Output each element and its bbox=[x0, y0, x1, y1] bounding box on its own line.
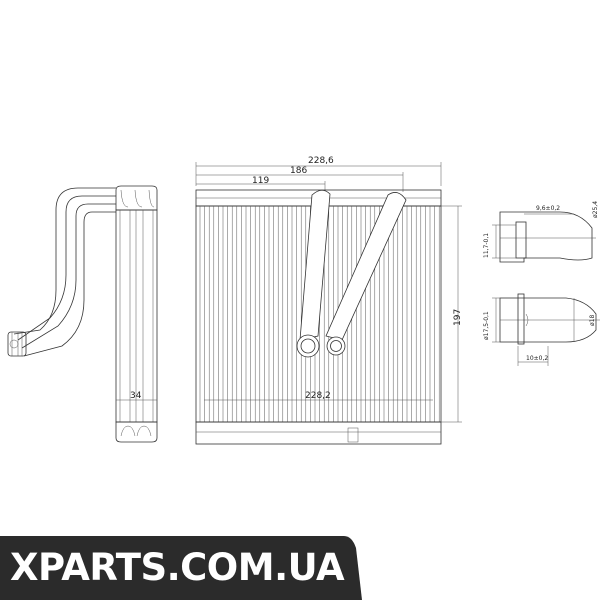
pipe-large-diameter-label: ø17,5-0,1 bbox=[483, 311, 490, 340]
pipe-small-diameter-label: ø25,4 bbox=[592, 201, 599, 218]
pipe-detail-large: ø17,5-0,1 ø18 10±0,2 bbox=[483, 293, 600, 366]
height-label: 197 bbox=[453, 309, 463, 326]
width-total-label: 228,6 bbox=[308, 156, 334, 166]
pipe-large-inner-label: ø18 bbox=[589, 315, 596, 326]
width-mid-label: 186 bbox=[290, 166, 307, 176]
core-width-label: 228,2 bbox=[305, 391, 331, 401]
pipe-detail-small: 11,7-0,1 9,6±0,2 ø25,4 bbox=[483, 201, 599, 263]
side-view: 34 bbox=[7, 185, 158, 443]
pipe-small-length-label: 9,6±0,2 bbox=[536, 205, 560, 212]
watermark-banner bbox=[0, 536, 362, 600]
pipe-small-inner-label: 11,7-0,1 bbox=[483, 233, 490, 258]
watermark-text: XPARTS.COM.UA bbox=[10, 546, 345, 589]
pipe-large-length-label: 10±0,2 bbox=[526, 355, 548, 362]
width-short-label: 119 bbox=[252, 176, 269, 186]
front-view: 228,6 186 119 228,2 197 bbox=[195, 156, 463, 445]
depth-dimension-label: 34 bbox=[130, 391, 142, 401]
